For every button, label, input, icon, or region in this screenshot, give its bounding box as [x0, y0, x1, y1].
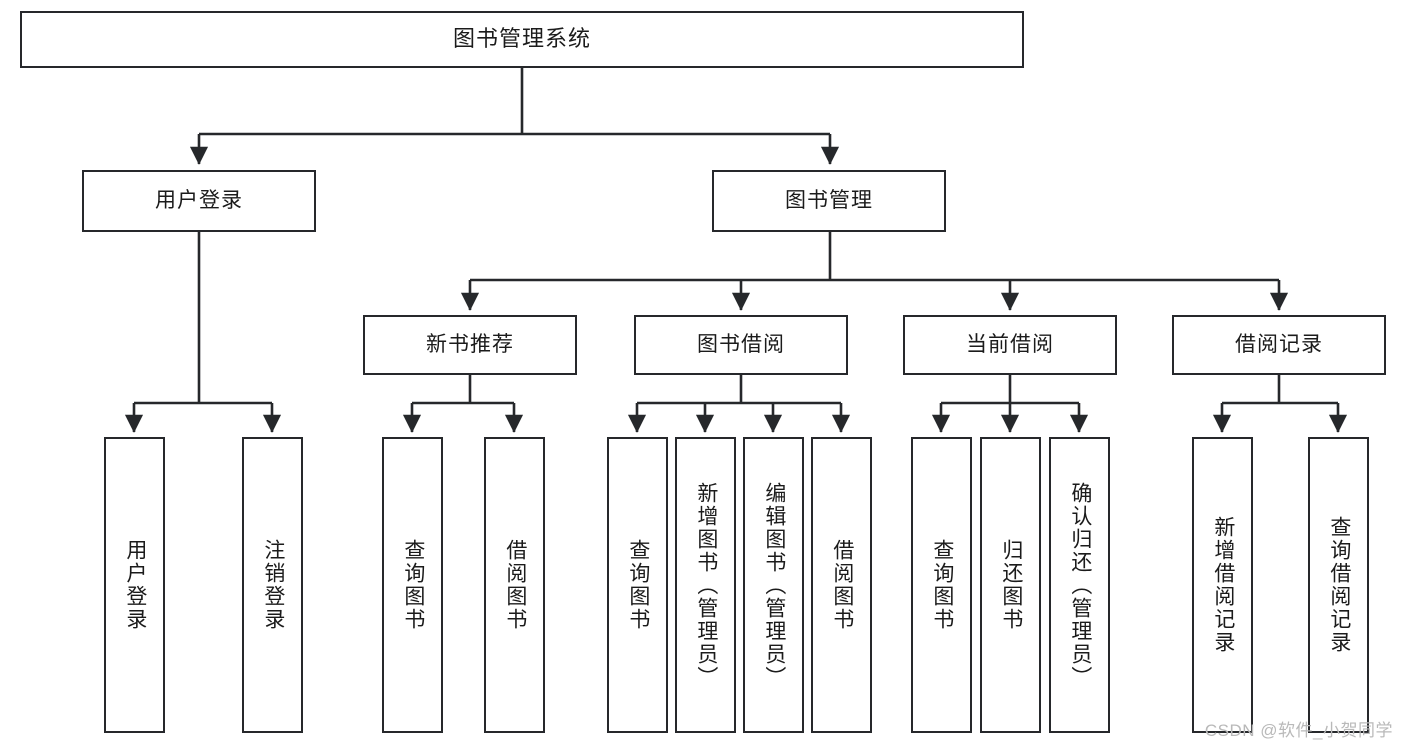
node-new-book-recommend-label: 新书推荐 [426, 333, 514, 357]
node-leaf-borrow-book-2-label: 借阅图书 [830, 539, 854, 631]
node-leaf-borrow-book-1-label: 借阅图书 [503, 539, 527, 631]
node-user-login-label: 用户登录 [155, 189, 243, 213]
node-book-manage-label: 图书管理 [785, 189, 873, 213]
node-current-borrow[interactable]: 当前借阅 [903, 315, 1117, 375]
node-current-borrow-label: 当前借阅 [966, 333, 1054, 357]
node-root[interactable]: 图书管理系统 [20, 11, 1024, 68]
node-leaf-add-record-label: 新增借阅记录 [1211, 516, 1235, 654]
node-leaf-edit-book-label: 编辑图书（管理员） [762, 481, 786, 689]
node-root-label: 图书管理系统 [452, 26, 591, 52]
node-leaf-logout[interactable]: 注销登录 [242, 437, 303, 733]
node-leaf-confirm-return[interactable]: 确认归还（管理员） [1049, 437, 1110, 733]
node-leaf-query-book-3[interactable]: 查询图书 [911, 437, 972, 733]
node-leaf-query-book-3-label: 查询图书 [930, 539, 954, 631]
node-leaf-query-book-2-label: 查询图书 [626, 539, 650, 631]
edge-currentborrow-to-leaves [931, 375, 1089, 433]
node-leaf-borrow-book-2[interactable]: 借阅图书 [811, 437, 872, 733]
node-leaf-borrow-book-1[interactable]: 借阅图书 [484, 437, 545, 733]
node-leaf-user-login-label: 用户登录 [123, 539, 147, 631]
edge-bookborrow-to-leaves [627, 375, 851, 433]
node-leaf-query-record[interactable]: 查询借阅记录 [1308, 437, 1369, 733]
node-borrow-record-label: 借阅记录 [1235, 333, 1323, 357]
node-leaf-edit-book[interactable]: 编辑图书（管理员） [743, 437, 804, 733]
node-borrow-record[interactable]: 借阅记录 [1172, 315, 1386, 375]
csdn-watermark: CSDN @软件_小贺同学 [1204, 721, 1393, 740]
node-leaf-add-book[interactable]: 新增图书（管理员） [675, 437, 736, 733]
node-book-borrow[interactable]: 图书借阅 [634, 315, 848, 375]
node-new-book-recommend[interactable]: 新书推荐 [363, 315, 577, 375]
node-book-manage[interactable]: 图书管理 [712, 170, 946, 232]
node-leaf-query-book-2[interactable]: 查询图书 [607, 437, 668, 733]
node-leaf-query-book-1-label: 查询图书 [401, 539, 425, 631]
node-user-login[interactable]: 用户登录 [82, 170, 316, 232]
edge-newbook-to-leaves [402, 375, 524, 433]
node-leaf-logout-label: 注销登录 [261, 539, 285, 631]
node-leaf-user-login[interactable]: 用户登录 [104, 437, 165, 733]
node-leaf-add-book-label: 新增图书（管理员） [694, 481, 718, 689]
edge-userlogin-to-leaves [124, 232, 282, 433]
edge-root-to-level2 [189, 68, 840, 165]
node-leaf-confirm-return-label: 确认归还（管理员） [1068, 481, 1092, 689]
node-leaf-return-book[interactable]: 归还图书 [980, 437, 1041, 733]
node-leaf-query-record-label: 查询借阅记录 [1327, 516, 1351, 654]
node-book-borrow-label: 图书借阅 [697, 333, 785, 357]
node-leaf-add-record[interactable]: 新增借阅记录 [1192, 437, 1253, 733]
node-leaf-query-book-1[interactable]: 查询图书 [382, 437, 443, 733]
edge-borrowrecord-to-leaves [1212, 375, 1348, 433]
node-leaf-return-book-label: 归还图书 [999, 539, 1023, 631]
edge-bookmanage-to-level3 [460, 232, 1289, 311]
